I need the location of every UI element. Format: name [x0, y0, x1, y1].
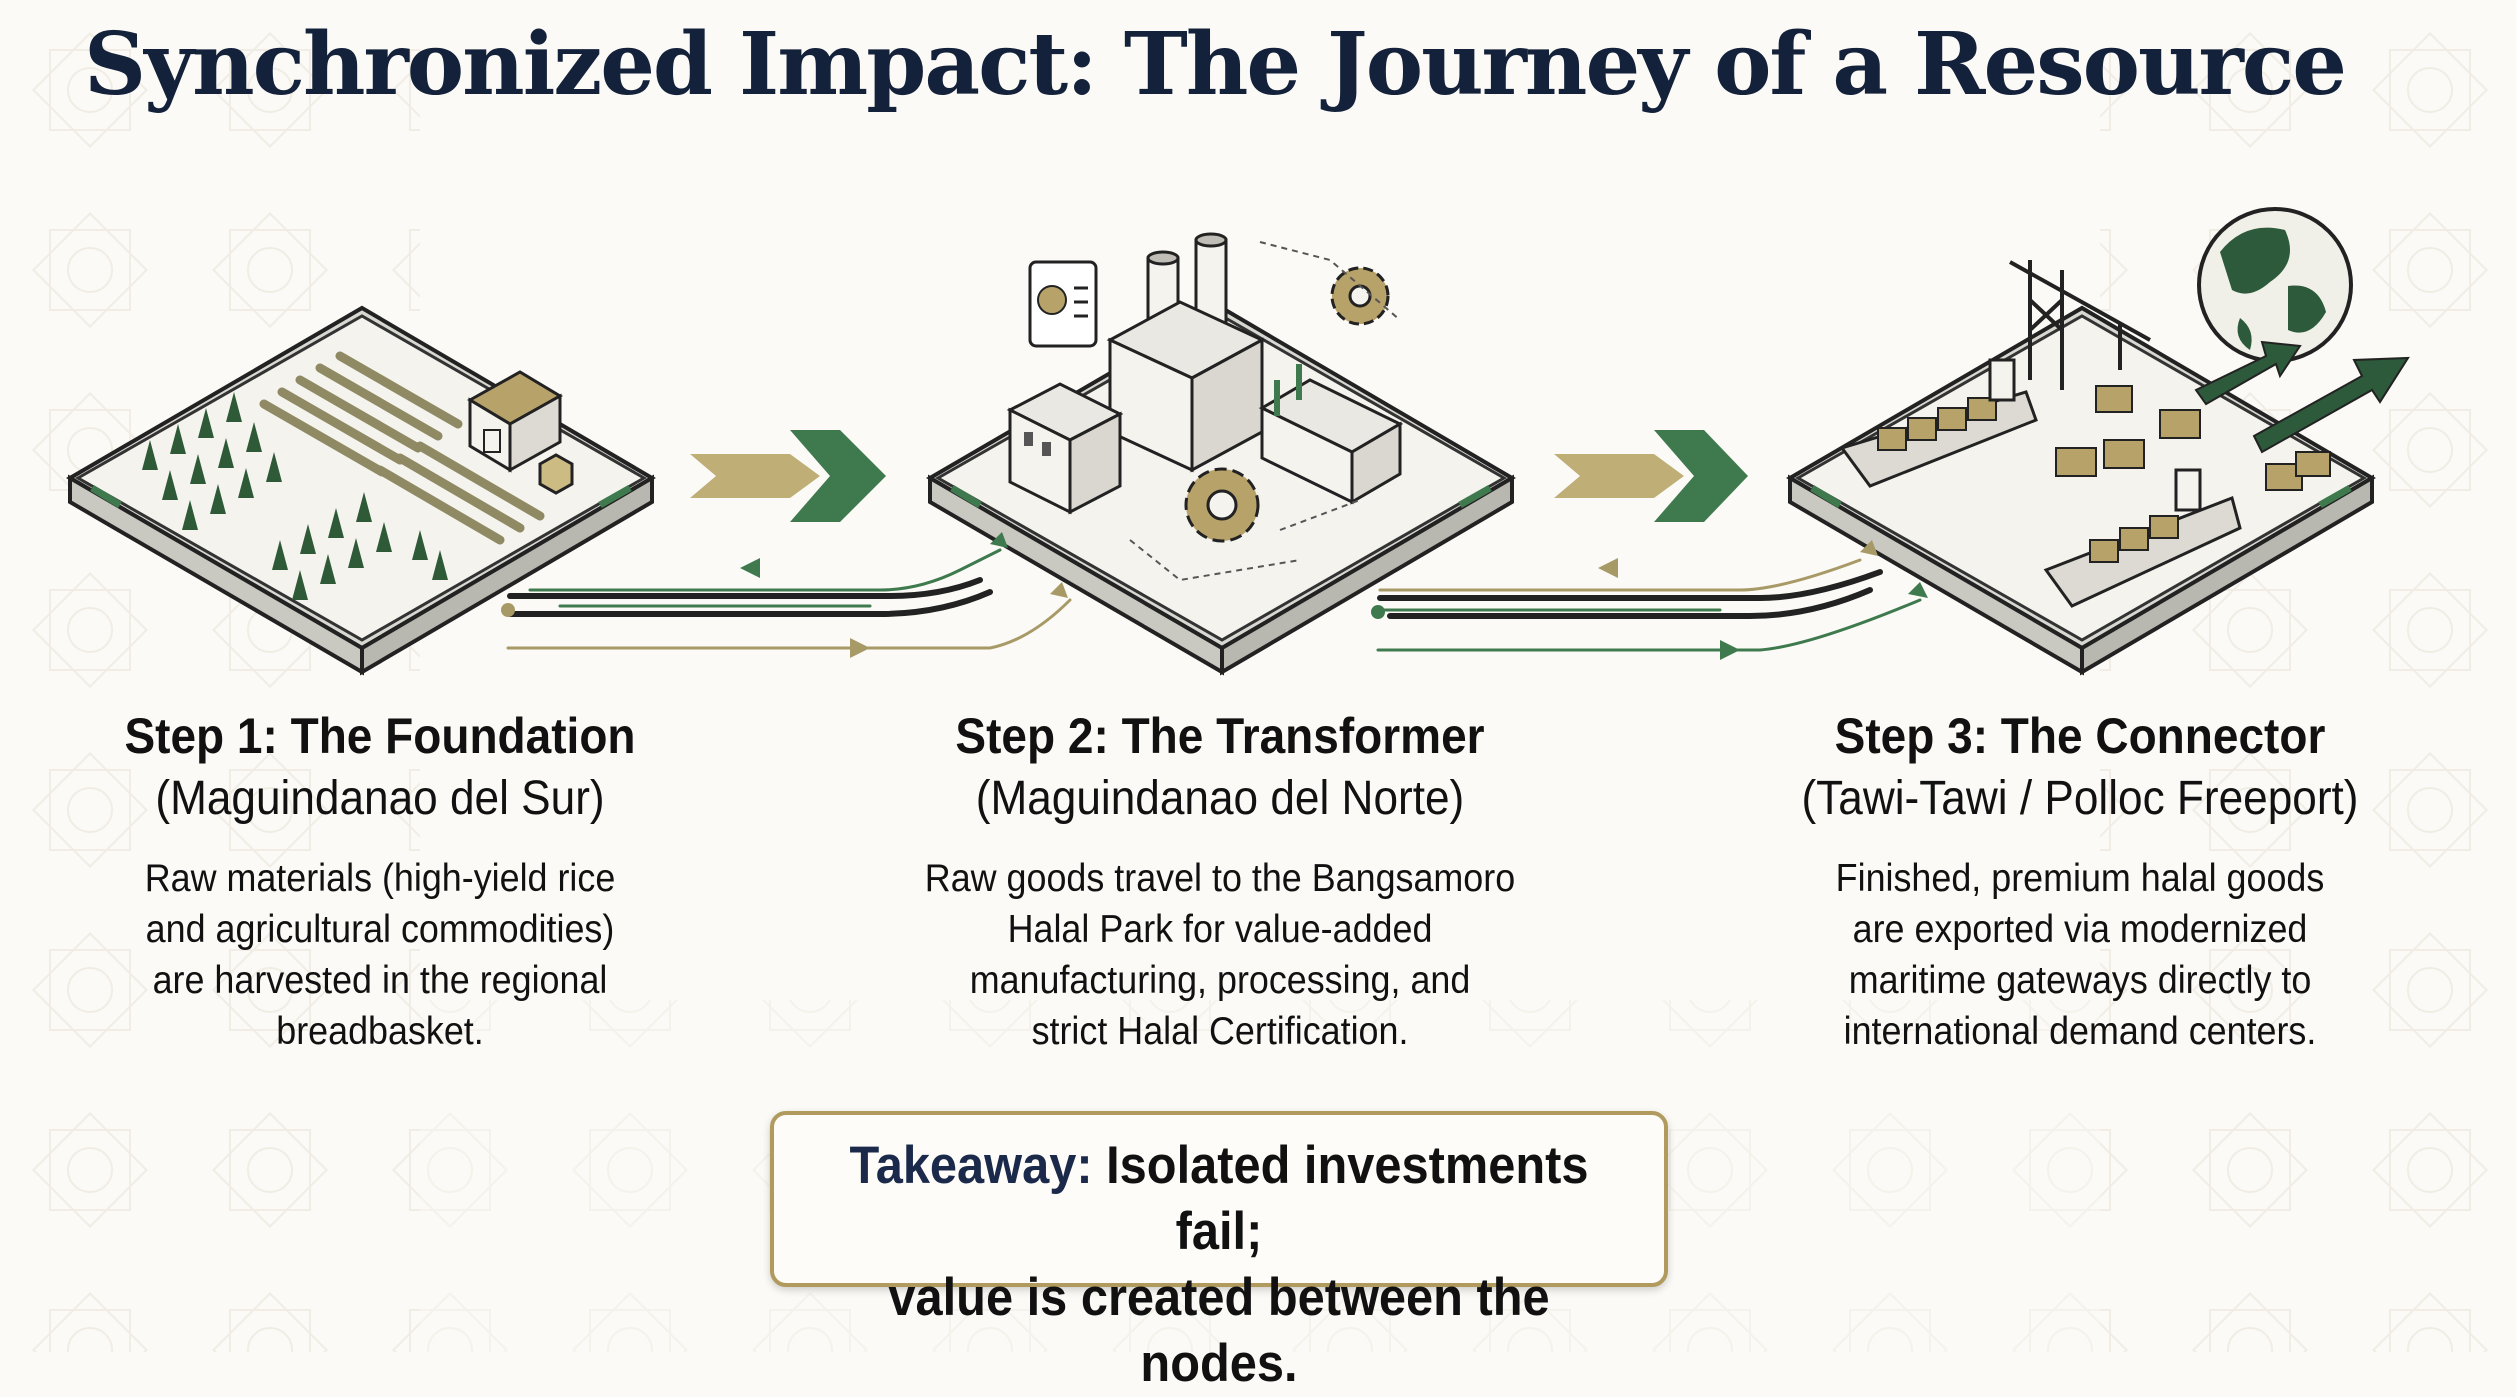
step-3-description: Finished, premium halal goods are export…: [1730, 853, 2429, 1057]
step-1-description: Raw materials (high-yield rice and agric…: [30, 853, 729, 1057]
desc-line: Raw materials (high-yield rice: [144, 857, 616, 900]
desc-line: Finished, premium halal goods: [1835, 857, 2325, 900]
connector-lines: [506, 548, 1922, 652]
desc-line: are harvested in the regional: [152, 959, 608, 1002]
flow-arrow-2-3: [1554, 430, 1748, 522]
takeaway-label: Takeaway:: [849, 1136, 1093, 1195]
step-1: Step 1: The Foundation (Maguindanao del …: [0, 705, 760, 1057]
step-2-region: (Maguindanao del Norte): [975, 772, 1465, 825]
desc-line: manufacturing, processing, and: [969, 959, 1471, 1002]
desc-line: Halal Park for value-added: [1007, 908, 1433, 951]
step-3: Step 3: The Connector (Tawi-Tawi / Pollo…: [1700, 705, 2460, 1057]
step-2-title: Step 2: The Transformer: [955, 708, 1485, 764]
journey-illustration: [66, 207, 2410, 676]
step-1-title: Step 1: The Foundation: [124, 708, 636, 764]
step-2-description: Raw goods travel to the Bangsamoro Halal…: [870, 853, 1569, 1057]
step-1-region: (Maguindanao del Sur): [155, 772, 605, 825]
desc-line: breadbasket.: [276, 1010, 484, 1053]
step-3-title: Step 3: The Connector: [1834, 708, 2326, 764]
step-3-region: (Tawi-Tawi / Polloc Freeport): [1801, 772, 2359, 825]
desc-line: international demand centers.: [1843, 1010, 2317, 1053]
takeaway-line-1: Isolated investments fail;: [1106, 1136, 1589, 1261]
takeaway-line-2: value is created between the nodes.: [888, 1268, 1550, 1393]
desc-line: are exported via modernized: [1852, 908, 2308, 951]
factory-gears-illustration: [926, 232, 1516, 676]
desc-line: Raw goods travel to the Bangsamoro: [924, 857, 1516, 900]
desc-line: strict Halal Certification.: [1031, 1010, 1409, 1053]
desc-line: and agricultural commodities): [145, 908, 615, 951]
desc-line: maritime gateways directly to: [1848, 959, 2312, 1002]
port-ships-globe-illustration: [1786, 207, 2410, 676]
page-title: Synchronized Impact: The Journey of a Re…: [84, 14, 2347, 115]
background-pattern: [0, 0, 2516, 1352]
farm-fields-barn-illustration: [66, 305, 656, 676]
flow-arrow-1-2: [690, 430, 886, 522]
takeaway-box: Takeaway: Isolated investments fail; val…: [770, 1111, 1668, 1393]
step-2: Step 2: The Transformer (Maguindanao del…: [840, 705, 1600, 1057]
connector-endpoints: [501, 532, 1928, 660]
